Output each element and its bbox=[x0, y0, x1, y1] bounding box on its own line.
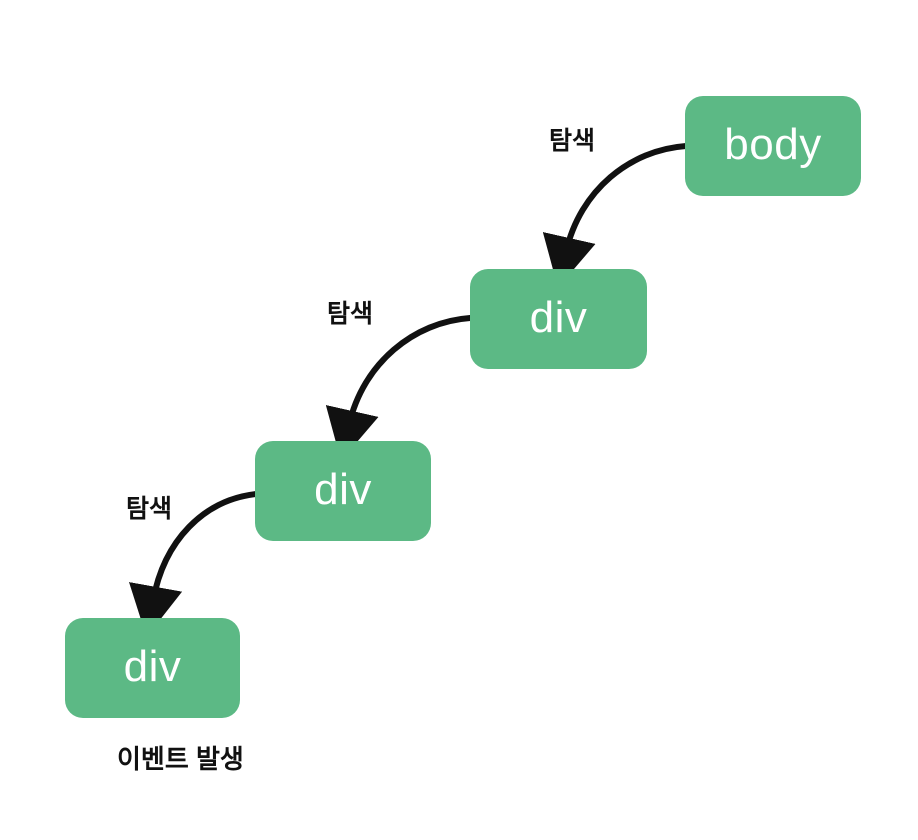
node-div-2[interactable]: div bbox=[255, 441, 431, 541]
edge-label-div2-div3: 탐색 bbox=[126, 495, 173, 523]
node-div-1-label: div bbox=[529, 293, 588, 342]
event-origin-caption: 이벤트 발생 bbox=[117, 744, 244, 774]
edge-label-div1-div2: 탐색 bbox=[327, 300, 374, 328]
node-div-3[interactable]: div bbox=[65, 618, 240, 718]
edge-body-div1-path bbox=[542, 143, 689, 288]
node-body[interactable]: body bbox=[685, 96, 861, 196]
edge-div1-div2-path bbox=[325, 315, 473, 461]
edge-label-body-div1: 탐색 bbox=[549, 127, 596, 155]
node-body-label: body bbox=[724, 120, 822, 169]
node-div-2-label: div bbox=[314, 465, 372, 514]
node-div-3-label: div bbox=[123, 642, 182, 691]
node-div-1[interactable]: div bbox=[470, 269, 647, 369]
